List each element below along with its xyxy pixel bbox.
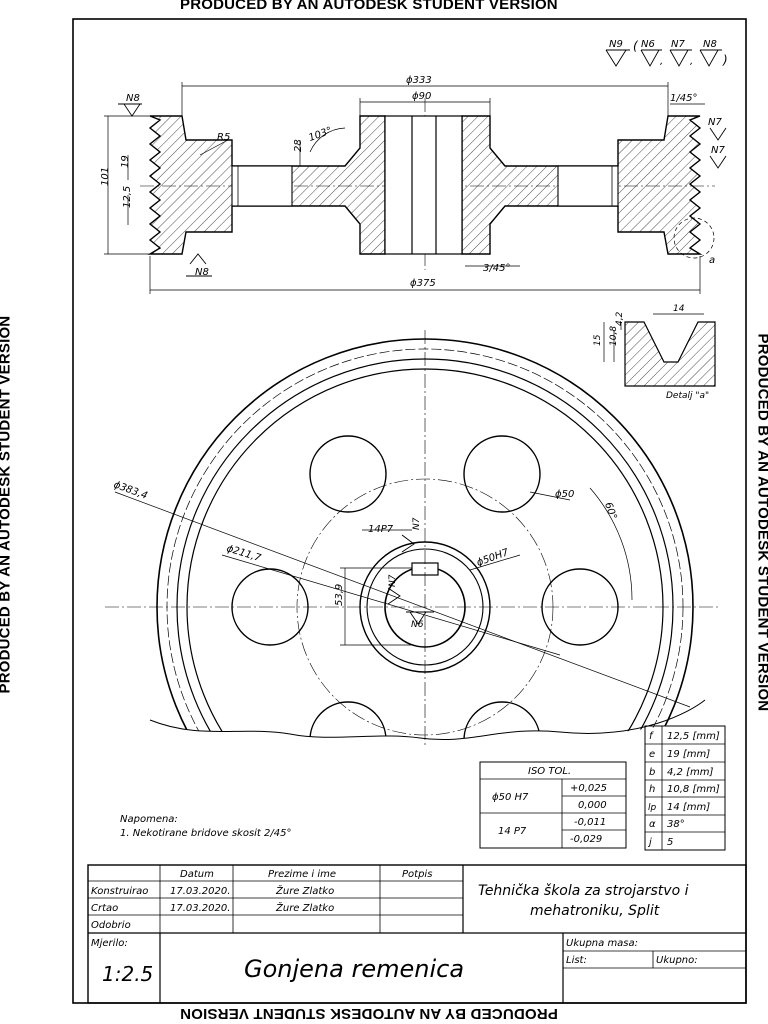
- note-item: 1. Nekotirane bridove skosit 2/45°: [120, 828, 291, 839]
- detail-h4-2: 4,2: [615, 311, 625, 326]
- surface-label-keyway-top: N7: [412, 517, 422, 530]
- detail-h10-8: 10,8: [609, 326, 619, 346]
- surface-label-outer-left: N8: [126, 93, 140, 104]
- surface-label-bore: N6: [411, 620, 424, 630]
- title-block: [87, 864, 747, 1004]
- detail-mark-a: a: [709, 255, 715, 266]
- dim-d333: ϕ333: [406, 75, 432, 86]
- dim-d90: ϕ90: [412, 91, 431, 102]
- dim-h101: 101: [100, 167, 111, 186]
- iso-title: ISO TOL.: [528, 766, 571, 777]
- iso-r2-label: 14 P7: [498, 826, 527, 837]
- iso-r1-upper: +0,025: [570, 783, 607, 794]
- surface-symbol-n8: N8: [699, 39, 722, 67]
- tb-school-line-2: mehatroniku, Split: [530, 903, 660, 919]
- belt-sym-b: b: [649, 767, 655, 778]
- belt-val-b: 4,2 [mm]: [667, 767, 713, 778]
- surface-label-n8: N8: [703, 39, 717, 50]
- tb-date-2: 17.03.2020.: [170, 903, 230, 914]
- belt-val-lp: 14 [mm]: [667, 802, 710, 813]
- dim-d50: ϕ50: [555, 489, 574, 500]
- note-heading: Napomena:: [120, 814, 178, 825]
- dim-h19: 19: [120, 155, 131, 168]
- belt-table: [644, 725, 726, 851]
- belt-sym-f: f: [649, 731, 654, 742]
- detail-caption: Detalj "a": [666, 391, 709, 401]
- tb-name-2: Žure Zlatko: [275, 901, 334, 914]
- tb-odobrio: Odobrio: [91, 920, 131, 931]
- iso-r2-upper: -0,011: [574, 817, 606, 828]
- svg-text:,: ,: [690, 56, 693, 67]
- dim-angle60: 60°: [602, 501, 618, 521]
- surface-label-n6: N6: [641, 39, 655, 50]
- tb-mjerilo: Mjerilo:: [91, 938, 128, 949]
- section-view: [104, 82, 727, 294]
- dim-angle: 103°: [307, 125, 333, 144]
- surface-label-bottom-left: N8: [195, 267, 209, 278]
- tb-header-potpis: Potpis: [402, 869, 432, 880]
- belt-sym-alpha: α: [649, 819, 656, 830]
- belt-val-h: 10,8 [mm]: [667, 784, 720, 795]
- belt-val-e: 19 [mm]: [667, 749, 710, 760]
- detail-w14: 14: [673, 304, 685, 314]
- tb-name-1: Žure Zlatko: [275, 884, 334, 897]
- tb-header-prezime: Prezime i ime: [268, 869, 336, 880]
- dim-web: 28: [293, 139, 304, 152]
- iso-r2-lower: -0,029: [570, 834, 602, 845]
- surface-label-groove-1: N7: [708, 117, 722, 128]
- belt-sym-lp: lp: [648, 803, 657, 813]
- belt-sym-j: j: [647, 837, 652, 848]
- dim-d50h7: ϕ50H7: [475, 547, 511, 569]
- general-surface-symbols: N9 ( N6 , N7 , N8 ): [605, 39, 728, 67]
- tb-ukupna-masa: Ukupna masa:: [566, 938, 638, 949]
- tb-school-line-1: Tehnička škola za strojarstvo i: [478, 883, 689, 899]
- watermark-top: PRODUCED BY AN AUTODESK STUDENT VERSION: [180, 0, 558, 13]
- dim-chamfer-top: 1/45°: [670, 93, 697, 104]
- dim-d383: ϕ383,4: [112, 479, 149, 501]
- surface-symbol-n9: N9: [605, 39, 630, 67]
- dim-h12-5: 12,5: [122, 186, 133, 208]
- dim-key14: 14P7: [368, 524, 394, 535]
- svg-text:,: ,: [660, 56, 663, 67]
- tb-konstruirao: Konstruirao: [91, 886, 148, 897]
- surface-label-n9: N9: [609, 39, 623, 50]
- belt-val-j: 5: [667, 837, 673, 848]
- iso-table: [479, 761, 627, 849]
- tb-ukupno: Ukupno:: [656, 955, 698, 966]
- front-view: [105, 330, 720, 745]
- iso-r1-label: ϕ50 H7: [492, 792, 529, 803]
- belt-val-f: 12,5 [mm]: [667, 731, 720, 742]
- svg-text:(: (: [633, 39, 639, 53]
- hub-bore: [384, 115, 463, 255]
- surface-symbol-n6: N6: [640, 39, 662, 67]
- tb-list: List:: [566, 955, 587, 966]
- tb-header-datum: Datum: [180, 869, 214, 880]
- tb-date-1: 17.03.2020.: [170, 886, 230, 897]
- tb-crtao: Crtao: [91, 903, 118, 914]
- dim-h53-9: 53,9: [334, 584, 345, 606]
- tb-scale: 1:2.5: [102, 962, 153, 986]
- iso-r1-lower: 0,000: [578, 800, 607, 811]
- dim-d375: ϕ375: [410, 278, 436, 289]
- belt-sym-e: e: [649, 749, 655, 760]
- dim-radius: R5: [217, 132, 230, 143]
- belt-sym-h: h: [649, 784, 655, 795]
- surface-label-n7: N7: [671, 39, 685, 50]
- dim-chamfer-bottom: 3/45°: [483, 263, 510, 274]
- surface-label-keyway-side: N7: [388, 574, 398, 587]
- tb-title: Gonjena remenica: [244, 955, 464, 983]
- surface-symbol-n7: N7: [669, 39, 692, 67]
- detail-a: [603, 313, 716, 387]
- svg-text:): ): [722, 53, 728, 67]
- belt-val-alpha: 38°: [667, 819, 685, 830]
- detail-h15: 15: [593, 334, 603, 346]
- surface-label-groove-2: N7: [711, 145, 725, 156]
